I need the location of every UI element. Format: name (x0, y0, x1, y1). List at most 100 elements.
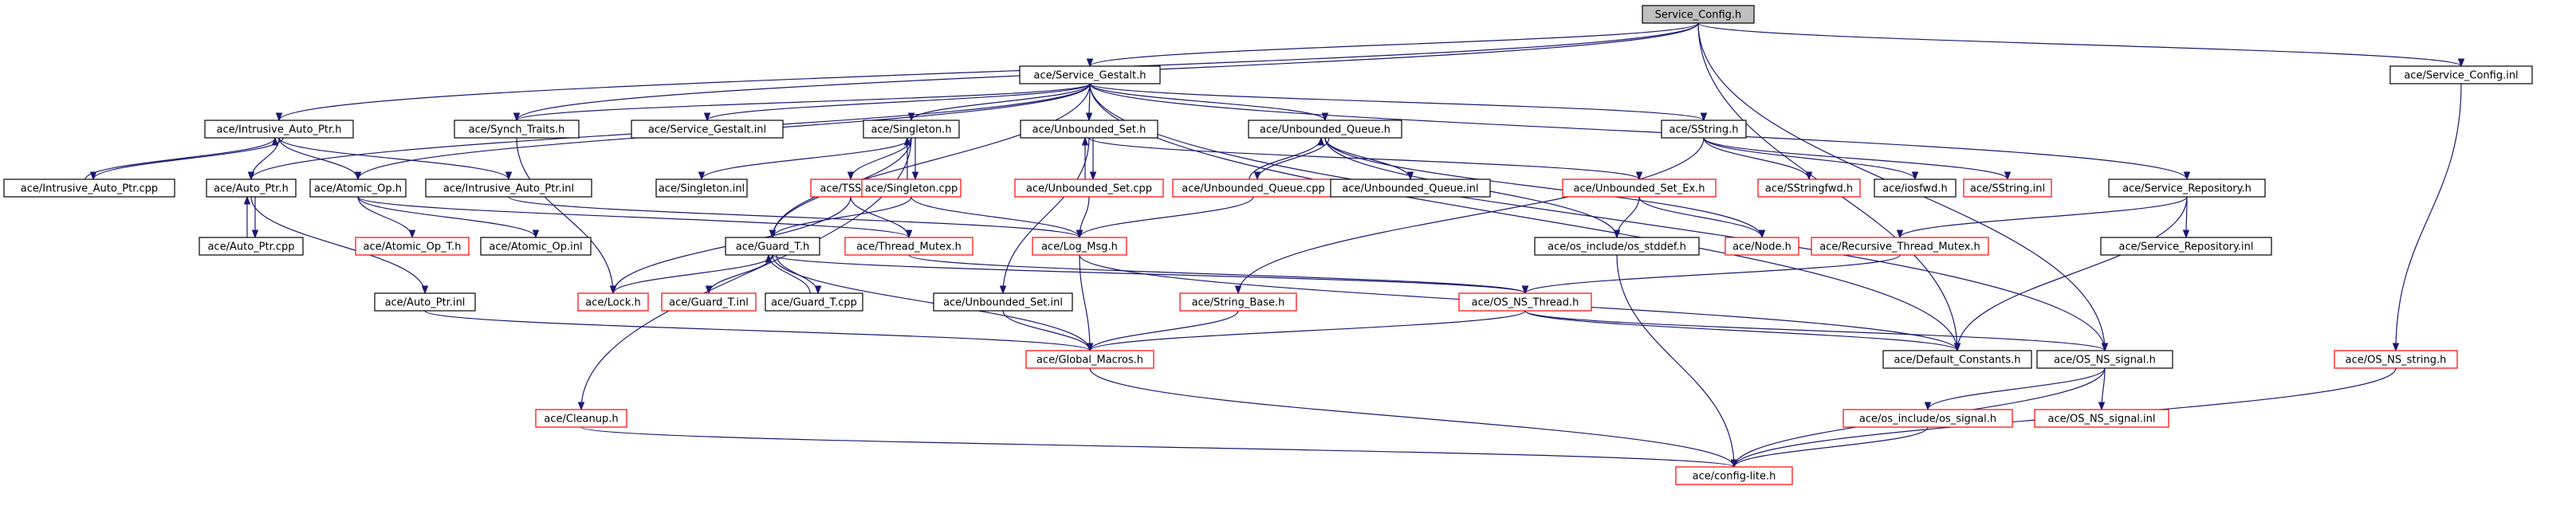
node-label: ace/Atomic_Op_T.h (364, 241, 462, 253)
node-unbounded-queue-inl[interactable]: ace/Unbounded_Queue.inl (1330, 178, 1491, 198)
node-atomic-op-inl[interactable]: ace/Atomic_Op.inl (480, 237, 592, 256)
edge-unbounded_queue_cpp-to-unbounded_queue_h (1249, 136, 1325, 180)
edge-intrusive_auto_ptr_h-to-atomic_op_h (278, 137, 362, 181)
node-unbounded-set-h[interactable]: ace/Unbounded_Set.h (1020, 120, 1158, 139)
node-label: ace/Atomic_Op.h (314, 183, 402, 195)
node-sstring-inl[interactable]: ace/SString.inl (1963, 178, 2052, 198)
node-label: ace/OS_NS_Thread.h (1472, 297, 1579, 309)
node-guard-t-inl[interactable]: ace/Guard_T.inl (661, 292, 757, 312)
node-iosfwd-h[interactable]: ace/iosfwd.h (1874, 178, 1957, 198)
node-os-ns-signal-inl[interactable]: ace/OS_NS_signal.inl (2034, 409, 2169, 428)
node-unbounded-set-cpp[interactable]: ace/Unbounded_Set.cpp (1014, 178, 1164, 198)
edge-service_repository_h-to-recursive_thread_mutex_h (1896, 196, 2188, 239)
node-label: ace/Service_Gestalt.inl (648, 124, 766, 136)
node-global-macros-h[interactable]: ace/Global_Macros.h (1025, 350, 1154, 369)
edge-unbounded_set_inl-to-global_macros_h (1002, 310, 1094, 352)
edge-guard_t_h-to-os_ns_thread_h (772, 254, 1529, 295)
edge-guard_t_h-to-lock_h (609, 254, 773, 295)
node-singleton-inl[interactable]: ace/Singleton.inl (655, 178, 748, 198)
node-intrusive-auto-ptr-cpp[interactable]: ace/Intrusive_Auto_Ptr.cpp (3, 178, 175, 198)
node-label: ace/OS_NS_string.h (2346, 355, 2447, 367)
node-service-repository-h[interactable]: ace/Service_Repository.h (2108, 178, 2266, 198)
node-label: ace/Global_Macros.h (1036, 355, 1143, 367)
edge-guard_t_h-to-guard_t_cpp (776, 254, 822, 295)
node-label: ace/Service_Gestalt.h (1033, 70, 1146, 82)
node-intrusive-auto-ptr-inl[interactable]: ace/Intrusive_Auto_Ptr.inl (425, 178, 592, 198)
edge-singleton_h-to-singleton_inl (698, 137, 912, 181)
node-unbounded-set-ex-h[interactable]: ace/Unbounded_Set_Ex.h (1562, 178, 1717, 198)
node-label: ace/Service_Repository.inl (2119, 241, 2254, 253)
node-node-h[interactable]: ace/Node.h (1725, 237, 1799, 256)
node-label: ace/Thread_Mutex.h (856, 241, 962, 253)
node-os-include-os-stddef-h[interactable]: ace/os_include/os_stddef.h (1534, 237, 1700, 256)
node-config-lite-h[interactable]: ace/config-lite.h (1675, 466, 1793, 485)
node-log-msg-h[interactable]: ace/Log_Msg.h (1032, 237, 1127, 256)
node-os-include-os-signal-h[interactable]: ace/os_include/os_signal.h (1843, 409, 2013, 428)
node-label: ace/Default_Constants.h (1894, 355, 2020, 367)
node-label: ace/Unbounded_Queue.inl (1342, 183, 1478, 195)
node-synch-traits-h[interactable]: ace/Synch_Traits.h (454, 120, 580, 139)
node-label: ace/Singleton.inl (659, 183, 745, 195)
node-label: ace/Recursive_Thread_Mutex.h (1819, 241, 1980, 253)
node-label: ace/Synch_Traits.h (469, 124, 565, 136)
node-guard-t-h[interactable]: ace/Guard_T.h (725, 237, 820, 256)
node-auto-ptr-cpp[interactable]: ace/Auto_Ptr.cpp (199, 237, 304, 256)
node-unbounded-set-inl[interactable]: ace/Unbounded_Set.inl (933, 292, 1073, 312)
edge-unbounded_set_ex_h-to-os_include_os_stddef_h (1613, 196, 1640, 239)
edge-service_config_h-to-service_config_inl (1697, 22, 2465, 68)
node-auto-ptr-inl[interactable]: ace/Auto_Ptr.inl (374, 292, 476, 312)
node-service-gestalt-inl[interactable]: ace/Service_Gestalt.inl (631, 120, 784, 139)
edge-intrusive_auto_ptr_h-to-intrusive_auto_ptr_cpp (89, 137, 284, 181)
node-os-ns-string-h[interactable]: ace/OS_NS_string.h (2334, 350, 2458, 369)
edge-atomic_op_h-to-atomic_op_t_h (357, 196, 416, 239)
node-label: ace/os_include/os_signal.h (1859, 414, 1996, 426)
node-lock-h[interactable]: ace/Lock.h (577, 292, 649, 312)
node-service-gestalt-h[interactable]: ace/Service_Gestalt.h (1019, 65, 1161, 84)
edge-os_include_os_signal_h-to-config_lite_h (1730, 426, 1929, 469)
node-label: ace/SString.inl (1970, 183, 2045, 195)
edge-service_gestalt_h-to-sstring_h (1089, 83, 1708, 122)
node-label: ace/Auto_Ptr.inl (385, 297, 466, 309)
node-thread-mutex-h[interactable]: ace/Thread_Mutex.h (844, 237, 973, 256)
edge-service_gestalt_h-to-service_gestalt_inl (703, 83, 1091, 122)
node-sstringfwd-h[interactable]: ace/SStringfwd.h (1757, 178, 1861, 198)
edge-cleanup_h-to-config_lite_h (580, 426, 1738, 469)
node-label: ace/Guard_T.h (736, 241, 809, 253)
node-label: ace/config-lite.h (1693, 471, 1776, 483)
node-atomic-op-t-h[interactable]: ace/Atomic_Op_T.h (355, 237, 470, 256)
node-string-base-h[interactable]: ace/String_Base.h (1179, 292, 1297, 312)
edge-guard_t_cpp-to-guard_t_h (765, 253, 811, 294)
node-unbounded-queue-cpp[interactable]: ace/Unbounded_Queue.cpp (1172, 178, 1335, 198)
node-default-constants-h[interactable]: ace/Default_Constants.h (1882, 350, 2032, 369)
node-singleton-h[interactable]: ace/Singleton.h (863, 120, 960, 139)
node-service-config-inl[interactable]: ace/Service_Config.inl (2389, 65, 2533, 84)
node-label: ace/Unbounded_Queue.cpp (1182, 183, 1324, 195)
node-label: ace/Lock.h (585, 297, 641, 309)
node-intrusive-auto-ptr-h[interactable]: ace/Intrusive_Auto_Ptr.h (204, 120, 354, 139)
node-label: ace/SString.h (1669, 124, 1739, 136)
edge-os_ns_thread_h-to-default_constants_h (1524, 310, 1961, 352)
node-label: ace/Unbounded_Set.h (1032, 124, 1146, 136)
node-label: ace/Node.h (1732, 241, 1791, 253)
node-atomic-op-h[interactable]: ace/Atomic_Op.h (309, 178, 407, 198)
node-label: ace/Guard_T.cpp (771, 297, 857, 309)
node-label: ace/Intrusive_Auto_Ptr.cpp (21, 183, 158, 195)
node-label: ace/Singleton.h (871, 124, 951, 136)
edge-atomic_op_h-to-thread_mutex_h (357, 196, 913, 239)
node-label: ace/Service_Config.inl (2404, 70, 2518, 82)
node-service-repository-inl[interactable]: ace/Service_Repository.inl (2100, 237, 2272, 256)
node-recursive-thread-mutex-h[interactable]: ace/Recursive_Thread_Mutex.h (1811, 237, 1989, 256)
edge-recursive_thread_mutex_h-to-os_ns_thread_h (1521, 254, 1901, 295)
node-label: ace/Auto_Ptr.cpp (207, 241, 294, 253)
node-os-ns-thread-h[interactable]: ace/OS_NS_Thread.h (1458, 292, 1592, 312)
edge-auto_ptr_h-to-auto_ptr_inl (250, 196, 429, 295)
node-singleton-cpp[interactable]: ace/Singleton.cpp (861, 178, 962, 198)
edge-unbounded_set_h-to-unbounded_set_cpp (1089, 137, 1097, 181)
node-os-ns-signal-h[interactable]: ace/OS_NS_signal.h (2036, 350, 2173, 369)
edge-singleton_cpp-to-guard_t_h (769, 196, 912, 239)
node-unbounded-queue-h[interactable]: ace/Unbounded_Queue.h (1248, 120, 1402, 139)
node-sstring-h[interactable]: ace/SString.h (1661, 120, 1747, 139)
node-cleanup-h[interactable]: ace/Cleanup.h (535, 409, 627, 428)
node-auto-ptr-h[interactable]: ace/Auto_Ptr.h (206, 178, 297, 198)
node-guard-t-cpp[interactable]: ace/Guard_T.cpp (765, 292, 863, 312)
